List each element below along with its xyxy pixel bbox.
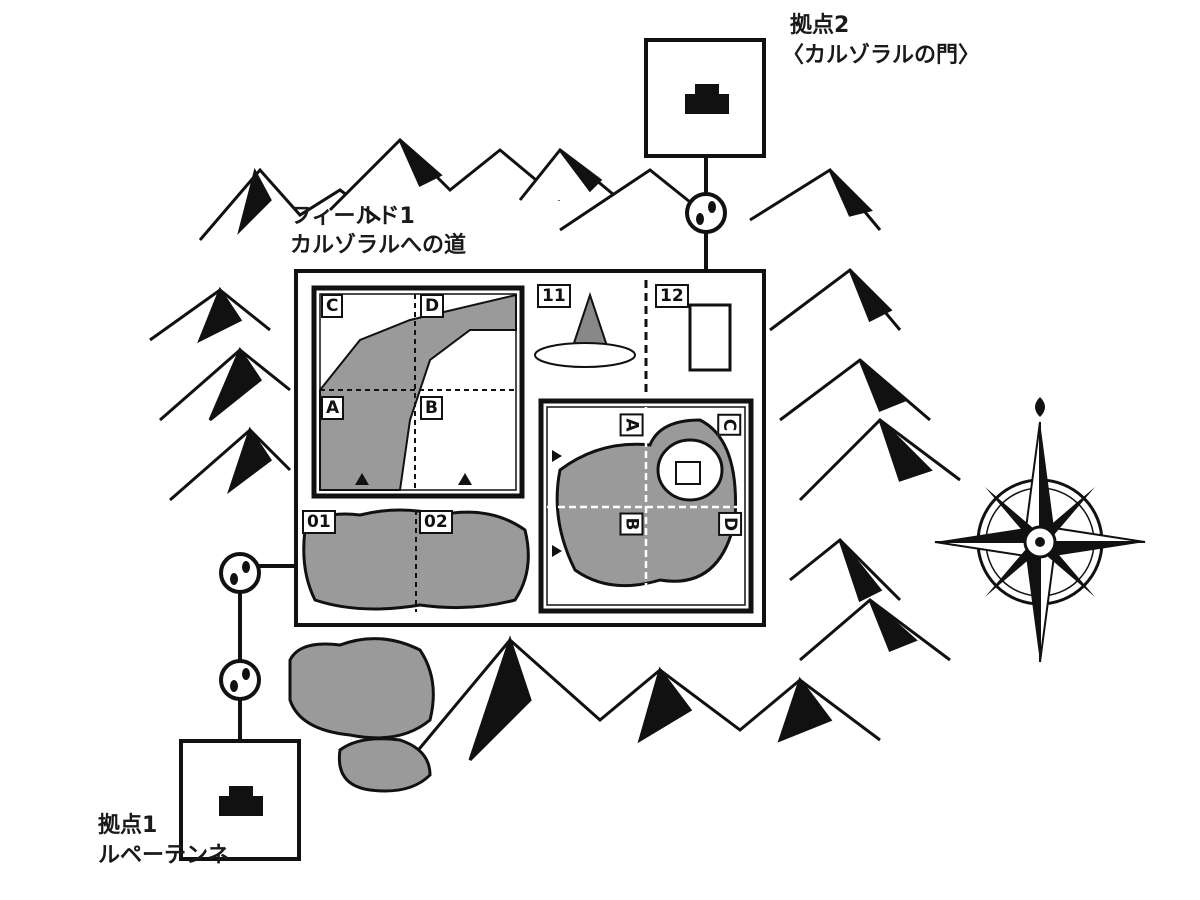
- mountains: [149, 137, 961, 762]
- field-title: フィールド1: [290, 204, 415, 229]
- base-icon: [219, 786, 263, 816]
- area-flag-02[interactable]: 02: [419, 510, 453, 534]
- area-flag-01[interactable]: 01: [302, 510, 336, 534]
- base1-box[interactable]: [179, 739, 301, 861]
- field-subtitle: カルゾラルへの道: [290, 233, 467, 258]
- field-frame: [294, 269, 766, 627]
- base2-title: 拠点2: [790, 13, 850, 38]
- area-flag-c[interactable]: C: [321, 294, 344, 318]
- footprints-icon[interactable]: [219, 659, 261, 701]
- footprints-icon[interactable]: [219, 552, 261, 594]
- area-flag-c-right[interactable]: C: [717, 413, 742, 437]
- base-icon: [685, 84, 729, 114]
- area-flag-11[interactable]: 11: [537, 284, 571, 308]
- area-flag-b[interactable]: B: [420, 396, 443, 420]
- forest: [288, 637, 435, 793]
- base2-subtitle: 〈カルゾラルの門〉: [782, 43, 981, 68]
- area-flag-a-right[interactable]: A: [619, 413, 644, 437]
- base1-subtitle: ルペーテンネ: [98, 843, 230, 868]
- area-flag-a[interactable]: A: [321, 396, 345, 420]
- area-flag-b-right[interactable]: B: [619, 512, 644, 536]
- footprints-icon[interactable]: [685, 192, 727, 234]
- area-flag-d[interactable]: D: [420, 294, 445, 318]
- base1-title: 拠点1: [98, 813, 158, 838]
- area-flag-12[interactable]: 12: [655, 284, 689, 308]
- area-flag-d-right[interactable]: D: [718, 511, 743, 537]
- base2-box[interactable]: [644, 38, 766, 158]
- compass-rose-icon: [934, 397, 1146, 663]
